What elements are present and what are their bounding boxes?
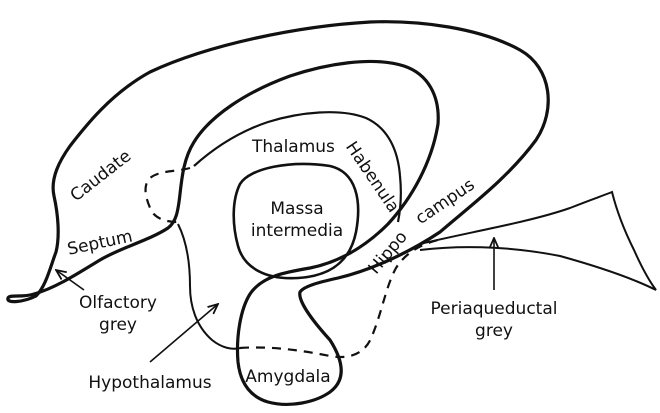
label-periaqueductal: Periaqueductal bbox=[431, 299, 558, 319]
label-hippocampus-b: campus bbox=[412, 175, 479, 229]
label-massa: Massa bbox=[270, 199, 323, 219]
label-amygdala: Amygdala bbox=[245, 367, 330, 387]
label-hypothalamus: Hypothalamus bbox=[88, 373, 211, 393]
label-thalamus: Thalamus bbox=[251, 137, 335, 157]
label-olfactory: Olfactory bbox=[79, 293, 157, 313]
hypothalamus-arrow bbox=[150, 304, 218, 362]
label-septum: Septum bbox=[66, 226, 135, 259]
label-caudate: Caudate bbox=[67, 146, 136, 206]
label-periaqueductal-grey: grey bbox=[475, 321, 513, 341]
label-intermedia: intermedia bbox=[251, 221, 343, 241]
label-olfactory-grey: grey bbox=[99, 315, 137, 335]
